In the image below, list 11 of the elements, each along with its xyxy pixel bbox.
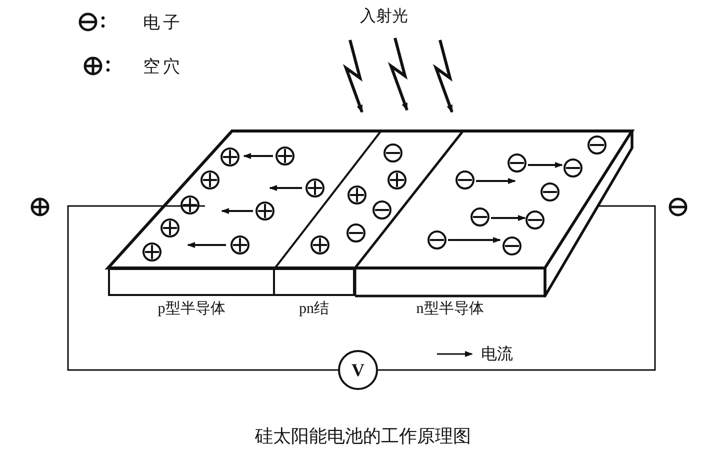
- wire: [67, 205, 338, 371]
- region-label: n型半导体: [415, 300, 485, 318]
- incident-light-label: 入射光: [360, 6, 408, 27]
- region-label: pn结: [298, 300, 330, 318]
- legend-label: 空穴: [143, 56, 183, 78]
- caption: 硅太阳能电池的工作原理图: [255, 425, 471, 448]
- current-label: 电流: [481, 344, 513, 365]
- region-label: p型半导体: [156, 300, 226, 318]
- legend-label: 电子: [143, 12, 183, 34]
- wire: [378, 205, 656, 371]
- voltmeter-symbol: V: [338, 350, 378, 390]
